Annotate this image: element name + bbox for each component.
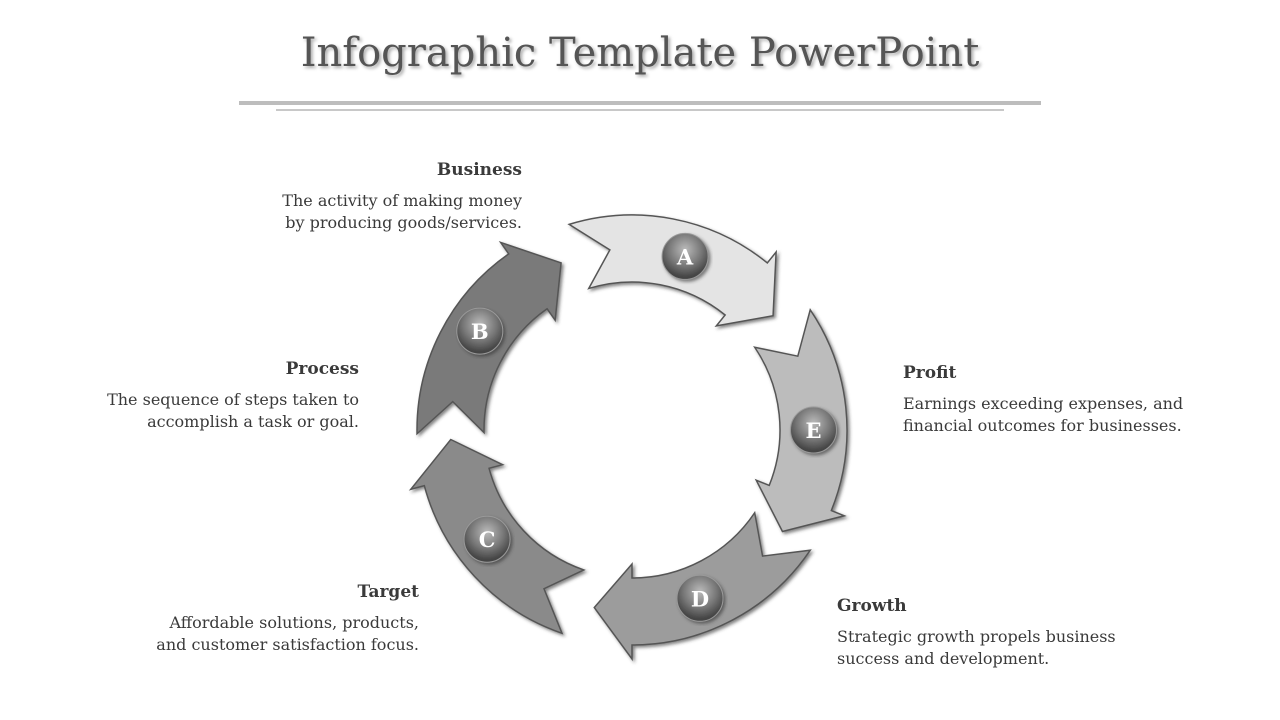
heading: Process xyxy=(285,359,359,379)
text-block-business: Business The activity of making money by… xyxy=(222,159,522,234)
text-block-process: Process The sequence of steps taken to a… xyxy=(59,358,359,433)
badge-circle xyxy=(661,232,709,280)
desc-line: accomplish a task or goal. xyxy=(147,412,359,431)
badge-b: B xyxy=(456,307,504,355)
heading: Growth xyxy=(837,596,907,616)
text-block-growth: Growth Strategic growth propels business… xyxy=(837,595,1177,670)
badge-circle xyxy=(463,515,511,563)
heading: Target xyxy=(357,582,419,602)
badge-c: C xyxy=(463,515,511,563)
desc-line: Strategic growth propels business xyxy=(837,627,1116,646)
text-block-profit: Profit Earnings exceeding expenses, and … xyxy=(903,362,1243,437)
badge-letter: C xyxy=(479,527,496,552)
slide-title: Infographic Template PowerPoint xyxy=(300,30,980,76)
badge-circle xyxy=(790,406,837,454)
badge-circle xyxy=(456,307,504,355)
text-block-target: Target Affordable solutions, products, a… xyxy=(99,581,419,656)
heading: Business xyxy=(436,160,522,180)
badge-letter: B xyxy=(471,319,489,344)
desc-line: success and development. xyxy=(837,649,1050,668)
badge-e: E xyxy=(790,406,837,454)
badge-circle xyxy=(676,574,724,622)
badge-d: D xyxy=(676,574,724,622)
desc-line: Earnings exceeding expenses, and xyxy=(903,394,1184,413)
badge-a: A xyxy=(661,232,709,280)
badge-letter: D xyxy=(691,586,709,611)
desc-line: The sequence of steps taken to xyxy=(107,390,359,409)
desc-line: financial outcomes for businesses. xyxy=(903,416,1182,435)
desc-line: Affordable solutions, products, xyxy=(169,613,419,632)
heading: Profit xyxy=(903,363,957,383)
badge-letter: A xyxy=(676,244,694,269)
badge-letter: E xyxy=(805,418,821,443)
desc-line: and customer satisfaction focus. xyxy=(156,635,419,654)
title-divider xyxy=(239,101,1041,105)
title-divider-thin xyxy=(276,109,1004,111)
desc-line: The activity of making money xyxy=(282,191,522,210)
desc-line: by producing goods/services. xyxy=(285,213,522,232)
